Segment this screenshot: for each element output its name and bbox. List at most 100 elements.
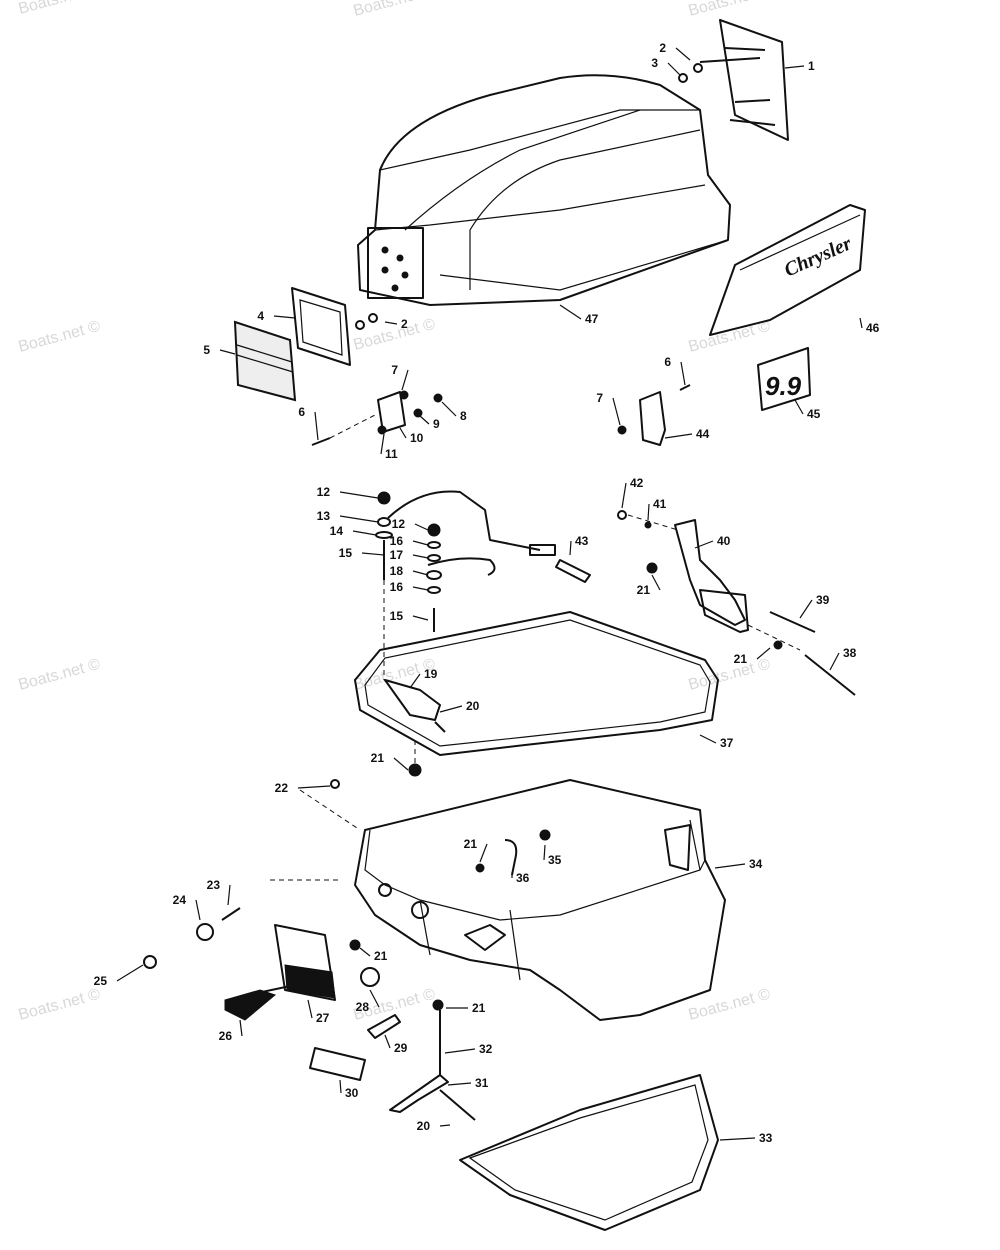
- leader-line: [439, 705, 463, 713]
- chrysler-brand-text: Chrysler: [781, 232, 855, 281]
- leader-line: [799, 599, 813, 619]
- watermark-text: Boats.net ©: [17, 0, 103, 18]
- part-callout-15: 15: [390, 609, 404, 623]
- leader-line: [359, 947, 371, 957]
- part-callout-6: 6: [664, 355, 671, 369]
- leader-line: [612, 397, 621, 426]
- watermark-text: Boats.net ©: [17, 656, 103, 694]
- part-callout-21: 21: [472, 1001, 486, 1015]
- leader-line: [339, 515, 379, 523]
- leader-line: [352, 530, 377, 536]
- part-callout-1: 1: [808, 59, 815, 73]
- watermark-text: Boats.net ©: [17, 318, 103, 356]
- leader-line: [559, 304, 582, 320]
- leader-line: [393, 757, 409, 771]
- leader-line: [412, 586, 429, 591]
- leader-line: [647, 503, 650, 521]
- part-callout-38: 38: [843, 646, 857, 660]
- part-callout-35: 35: [548, 853, 562, 867]
- leader-line: [569, 540, 572, 556]
- part-callout-46: 46: [866, 321, 880, 335]
- leader-line: [227, 884, 231, 906]
- leader-line: [414, 523, 429, 531]
- leader-line: [419, 415, 430, 425]
- leader-line: [384, 1034, 391, 1049]
- leader-line: [412, 570, 429, 576]
- leader-line: [384, 321, 398, 325]
- lower-pan: [299, 779, 726, 1021]
- leader-line: [444, 1048, 476, 1054]
- part-callout-20: 20: [417, 1119, 431, 1133]
- part-callout-4: 4: [257, 309, 264, 323]
- part-callout-41: 41: [653, 497, 667, 511]
- part-callout-9: 9: [433, 417, 440, 431]
- top-cowl: [357, 74, 731, 306]
- leader-line: [543, 844, 546, 861]
- part-callout-21: 21: [637, 583, 651, 597]
- part-callout-11: 11: [385, 447, 398, 461]
- leader-line: [409, 673, 421, 689]
- part-callout-26: 26: [219, 1029, 233, 1043]
- part-callout-17: 17: [390, 548, 404, 562]
- part-callout-7: 7: [391, 363, 398, 377]
- cowl-seal: [354, 611, 719, 777]
- leader-line: [447, 1082, 472, 1086]
- leader-line: [675, 47, 691, 61]
- leader-line: [664, 433, 693, 439]
- part-callout-6: 6: [298, 405, 305, 419]
- part-callout-47: 47: [585, 312, 599, 326]
- callout-layer: 1232456789101147466744451213141512161718…: [94, 41, 880, 1145]
- leader-line: [339, 491, 379, 499]
- part-callout-45: 45: [807, 407, 821, 421]
- part-callout-27: 27: [316, 1011, 330, 1025]
- part-callout-34: 34: [749, 857, 763, 871]
- part-callout-31: 31: [475, 1076, 489, 1090]
- part-callout-36: 36: [516, 871, 530, 885]
- leader-line: [307, 999, 313, 1019]
- leader-line: [399, 427, 407, 439]
- leader-line: [219, 349, 236, 355]
- leader-line: [441, 401, 457, 417]
- part-callout-16: 16: [390, 534, 404, 548]
- part-callout-2: 2: [659, 41, 666, 55]
- part-callout-25: 25: [94, 974, 108, 988]
- leader-line: [694, 540, 714, 549]
- leader-line: [369, 989, 380, 1008]
- part-callout-39: 39: [816, 593, 830, 607]
- part-callout-32: 32: [479, 1042, 493, 1056]
- part-callout-7: 7: [596, 391, 603, 405]
- watermark-text: Boats.net ©: [352, 0, 438, 20]
- leader-line: [784, 65, 805, 69]
- part-callout-10: 10: [410, 431, 424, 445]
- part-callout-13: 13: [317, 509, 331, 523]
- latch-bracket: [311, 390, 443, 446]
- horsepower-text: 9.9: [765, 371, 802, 401]
- lever-assembly: [617, 510, 856, 696]
- lower-front-parts: [143, 879, 476, 1121]
- leader-line: [412, 554, 429, 559]
- part-callout-3: 3: [651, 56, 658, 70]
- bottom-gasket: [459, 1074, 719, 1231]
- leader-line: [239, 1019, 243, 1037]
- leader-line: [361, 552, 385, 556]
- leader-line: [714, 863, 746, 869]
- part-callout-21: 21: [371, 751, 385, 765]
- leader-line: [699, 734, 717, 744]
- leader-line: [412, 540, 429, 546]
- part-callout-12: 12: [392, 517, 406, 531]
- part-callout-15: 15: [339, 546, 353, 560]
- part-callout-37: 37: [720, 736, 734, 750]
- part-callout-28: 28: [356, 1000, 370, 1014]
- leader-line: [479, 843, 488, 863]
- part-callout-30: 30: [345, 1086, 359, 1100]
- front-plate-parts: [233, 287, 378, 402]
- part-callout-29: 29: [394, 1041, 408, 1055]
- horsepower-decal: 9.9: [757, 347, 811, 411]
- part-callout-21: 21: [464, 837, 478, 851]
- part-callout-23: 23: [207, 878, 221, 892]
- chrysler-decal: Chrysler: [709, 204, 866, 336]
- watermark-text: Boats.net ©: [687, 986, 773, 1024]
- part-callout-33: 33: [759, 1131, 773, 1145]
